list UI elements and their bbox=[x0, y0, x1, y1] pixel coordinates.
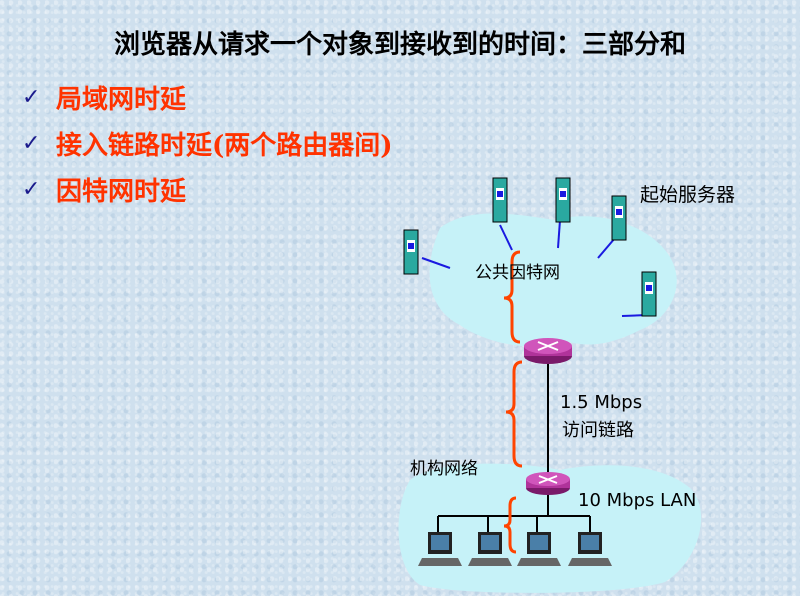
origin-servers-label: 起始服务器 bbox=[640, 184, 736, 206]
check-icon: ✓ bbox=[22, 130, 41, 156]
bullet-internet-delay: ✓ 因特网时延 bbox=[22, 166, 393, 212]
server-icon bbox=[611, 195, 627, 241]
bullet-text: 因特网时延 bbox=[56, 176, 187, 207]
access-link-rate-label: 1.5 Mbps bbox=[560, 392, 643, 413]
server-icon bbox=[403, 229, 419, 275]
internet-delay-brace bbox=[503, 250, 521, 344]
router-icon bbox=[526, 472, 570, 495]
public-internet-cloud bbox=[429, 213, 677, 347]
host-computer-icon bbox=[517, 532, 561, 566]
lan-delay-brace bbox=[503, 496, 517, 554]
bullet-access-delay: ✓ 接入链路时延(两个路由器间) bbox=[22, 120, 393, 166]
host-computer-icon bbox=[418, 532, 462, 566]
host-computer-icon bbox=[468, 532, 512, 566]
bullet-text: 接入链路时延(两个路由器间) bbox=[56, 130, 393, 161]
lan-rate-label: 10 Mbps LAN bbox=[578, 490, 697, 511]
host-computer-icon bbox=[568, 532, 612, 566]
check-icon: ✓ bbox=[22, 84, 41, 110]
bullet-lan-delay: ✓ 局域网时延 bbox=[22, 74, 393, 120]
public-internet-label: 公共因特网 bbox=[475, 263, 560, 283]
page-title: 浏览器从请求一个对象到接收到的时间：三部分和 bbox=[113, 30, 686, 60]
server-icon bbox=[492, 177, 508, 223]
server-icon bbox=[555, 177, 571, 223]
bullet-text: 局域网时延 bbox=[56, 84, 187, 115]
bullet-list: ✓ 局域网时延 ✓ 接入链路时延(两个路由器间) ✓ 因特网时延 bbox=[22, 74, 393, 212]
access-delay-brace bbox=[505, 360, 523, 468]
access-link-label: 访问链路 bbox=[562, 420, 634, 441]
institutional-network-label: 机构网络 bbox=[410, 459, 478, 479]
check-icon: ✓ bbox=[22, 176, 41, 202]
router-icon bbox=[524, 338, 572, 364]
server-icon bbox=[641, 271, 657, 317]
